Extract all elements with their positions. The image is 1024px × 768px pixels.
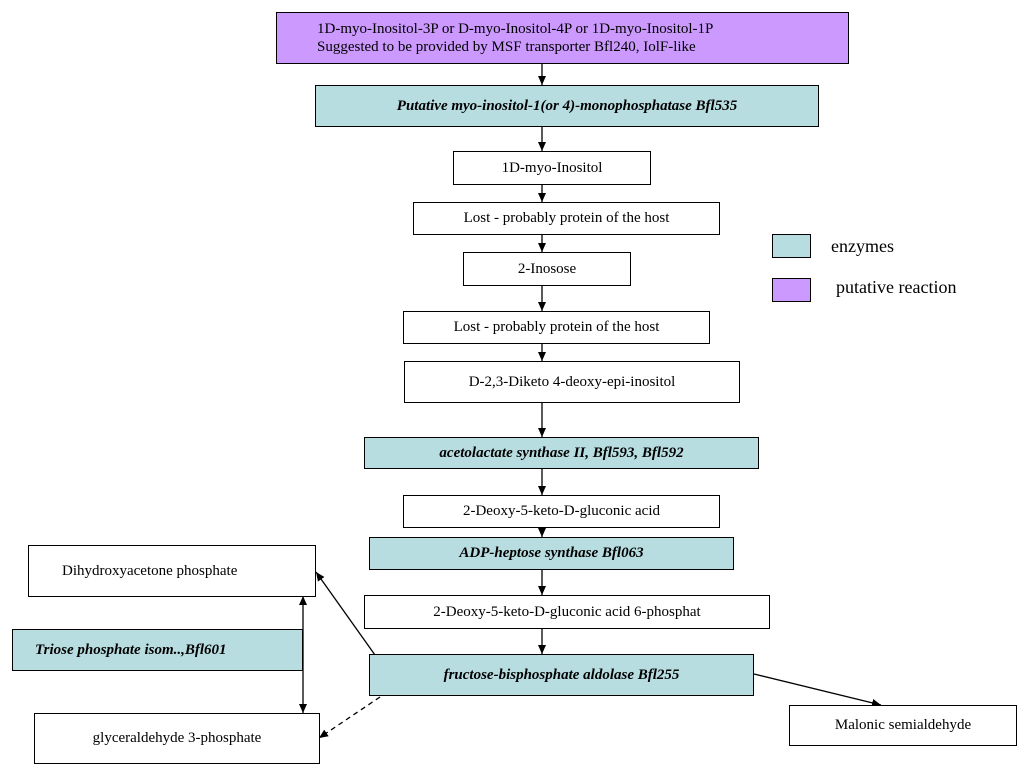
arrow-aldolase-to-g3p-dashed (318, 696, 381, 739)
arrow-aldolase-to-dhap (315, 571, 376, 656)
enzyme-acetolactate-synthase: acetolactate synthase II, Bfl593, Bfl592 (364, 437, 759, 469)
enzyme-triose-phosphate-isomerase: Triose phosphate isom..,Bfl601 (12, 629, 303, 671)
compound-1d-myo-inositol: 1D-myo-Inositol (453, 151, 651, 185)
enzyme-monophosphatase: Putative myo-inositol-1(or 4)-monophosph… (315, 85, 819, 127)
putative-input-line1: 1D-myo-Inositol-3P or D-myo-Inositol-4P … (317, 21, 714, 37)
legend-putative-swatch (772, 278, 811, 302)
arrow-aldolase-to-malonic (753, 673, 882, 707)
lost-host-protein-1: Lost - probably protein of the host (413, 202, 720, 235)
enzyme-fructose-bisphosphate-aldolase: fructose-bisphosphate aldolase Bfl255 (369, 654, 754, 696)
compound-malonic-semialdehyde: Malonic semialdehyde (789, 705, 1017, 746)
compound-diketo-deoxy-epi-inositol: D-2,3-Diketo 4-deoxy-epi-inositol (404, 361, 740, 403)
putative-input-line2: Suggested to be provided by MSF transpor… (317, 39, 696, 55)
compound-glyceraldehyde-3-phosphate: glyceraldehyde 3-phosphate (34, 713, 320, 764)
lost-host-protein-2: Lost - probably protein of the host (403, 311, 710, 344)
compound-dihydroxyacetone-phosphate: Dihydroxyacetone phosphate (28, 545, 316, 597)
compound-deoxy-keto-gluconic-acid: 2-Deoxy-5-keto-D-gluconic acid (403, 495, 720, 528)
enzyme-adp-heptose-synthase: ADP-heptose synthase Bfl063 (369, 537, 734, 570)
compound-2-inosose: 2-Inosose (463, 252, 631, 286)
legend-putative-label: putative reaction (836, 277, 957, 297)
compound-deoxy-keto-gluconic-acid-6-phosphate: 2-Deoxy-5-keto-D-gluconic acid 6-phospha… (364, 595, 770, 629)
legend-enzymes-label: enzymes (831, 236, 894, 256)
putative-input-box: 1D-myo-Inositol-3P or D-myo-Inositol-4P … (276, 12, 849, 64)
legend-enzymes-swatch (772, 234, 811, 258)
